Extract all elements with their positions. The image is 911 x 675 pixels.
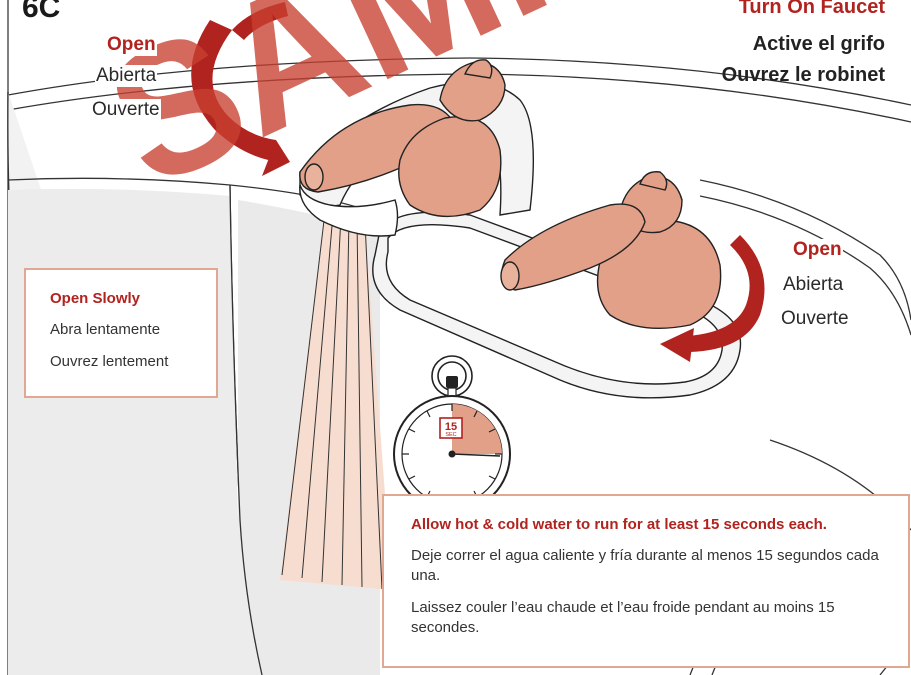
timer-unit: SEC (445, 432, 456, 438)
right-handle (500, 171, 722, 329)
heading-fr: Ouvrez le robinet (721, 64, 885, 86)
run-water-es: Deje correr el agua caliente y fría dura… (411, 547, 879, 584)
left-handle (299, 59, 506, 218)
right-open-label-es: Abierta (782, 274, 845, 296)
timer-value: 15 (445, 421, 457, 433)
rotate-arrow-icon (660, 235, 765, 362)
open-slowly-es: Abra lentamente (50, 321, 161, 338)
left-open-label-es: Abierta (95, 65, 158, 87)
rotate-arrow-icon (191, 2, 290, 176)
left-open-label-fr: Ouverte (91, 99, 161, 121)
open-slowly-en: Open Slowly (50, 290, 141, 307)
heading-en: Turn On Faucet (738, 0, 885, 18)
left-open-label-en: Open (106, 34, 157, 56)
heading-es: Active el grifo (752, 33, 885, 55)
right-open-label-en: Open (792, 239, 843, 261)
right-open-label-fr: Ouverte (780, 308, 850, 330)
faucet-base (372, 211, 742, 399)
open-slowly-box: Open Slowly Abra lentamente Ouvrez lente… (24, 268, 218, 398)
run-water-en: Allow hot & cold water to run for at lea… (411, 516, 827, 533)
water-stream-icon (280, 210, 392, 590)
run-water-box: Allow hot & cold water to run for at lea… (382, 494, 910, 668)
open-slowly-fr: Ouvrez lentement (50, 353, 169, 370)
run-water-fr: Laissez couler l’eau chaude et l’eau fro… (411, 599, 835, 636)
step-number: 6C (22, 0, 61, 24)
stopwatch-icon: 15 SEC (393, 355, 511, 513)
